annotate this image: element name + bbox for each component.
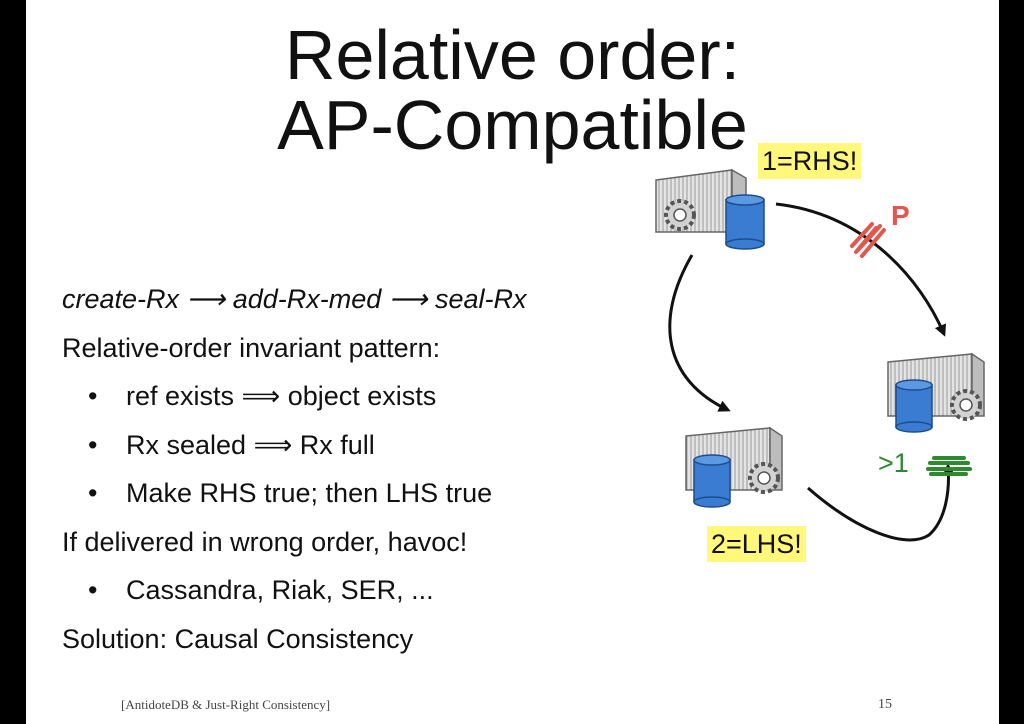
gear-icon (664, 199, 696, 231)
bullet-item: • Make RHS true; then LHS true (62, 469, 662, 518)
database-icon (725, 194, 765, 250)
server-top-replica (655, 168, 765, 250)
arrow-to-bottom-replica (668, 254, 731, 412)
greater-than-label: >1 (878, 448, 909, 478)
arrow-to-right-replica (775, 202, 946, 337)
bullet-text: Cassandra, Riak, SER, ... (126, 575, 434, 605)
lhs-label: 2=LHS! (707, 526, 806, 562)
slide: Relative order: AP-Compatible create-Rx … (26, 0, 999, 724)
bullet-dot: • (88, 575, 98, 605)
havoc-line: If delivered in wrong order, havoc! (62, 526, 468, 557)
bullet-text: Rx sealed ⟹ Rx full (126, 429, 375, 460)
server-right-replica (887, 352, 985, 433)
operation-sequence: create-Rx ⟶ add-Rx-med ⟶ seal-Rx (62, 284, 527, 314)
title-line-1: Relative order: (284, 16, 741, 94)
bullet-dot: • (88, 381, 98, 411)
bullet-text: Make RHS true; then LHS true (126, 478, 493, 508)
delivered-scribble (926, 456, 972, 476)
bullet-dot: • (88, 478, 98, 508)
arrow-lhs-to-right-replica (807, 463, 955, 542)
gear-icon (748, 462, 780, 494)
citation: [AntidoteDB & Just-Right Consistency] (121, 697, 331, 712)
bullet-text: ref exists ⟹ object exists (126, 381, 437, 411)
gear-icon (950, 389, 982, 421)
title-line-2: AP-Compatible (277, 86, 748, 164)
slide-title: Relative order: AP-Compatible (26, 20, 999, 160)
bullet-dot: • (88, 429, 98, 460)
slide-body: create-Rx ⟶ add-Rx-med ⟶ seal-Rx Relativ… (62, 275, 662, 663)
bullet-item: • Cassandra, Riak, SER, ... (62, 566, 662, 615)
solution-line: Solution: Causal Consistency (62, 623, 414, 654)
replication-diagram (655, 168, 985, 542)
partition-scribble (850, 222, 886, 258)
rhs-label: 1=RHS! (758, 143, 862, 179)
partition-label: P (891, 200, 910, 231)
pattern-heading: Relative-order invariant pattern: (62, 332, 441, 363)
server-bottom-replica (685, 426, 783, 508)
bullet-item: • Rx sealed ⟹ Rx full (62, 421, 662, 470)
database-icon (693, 454, 731, 508)
database-icon (895, 379, 933, 433)
page-number: 15 (878, 697, 892, 712)
bullet-item: • ref exists ⟹ object exists (62, 372, 662, 421)
